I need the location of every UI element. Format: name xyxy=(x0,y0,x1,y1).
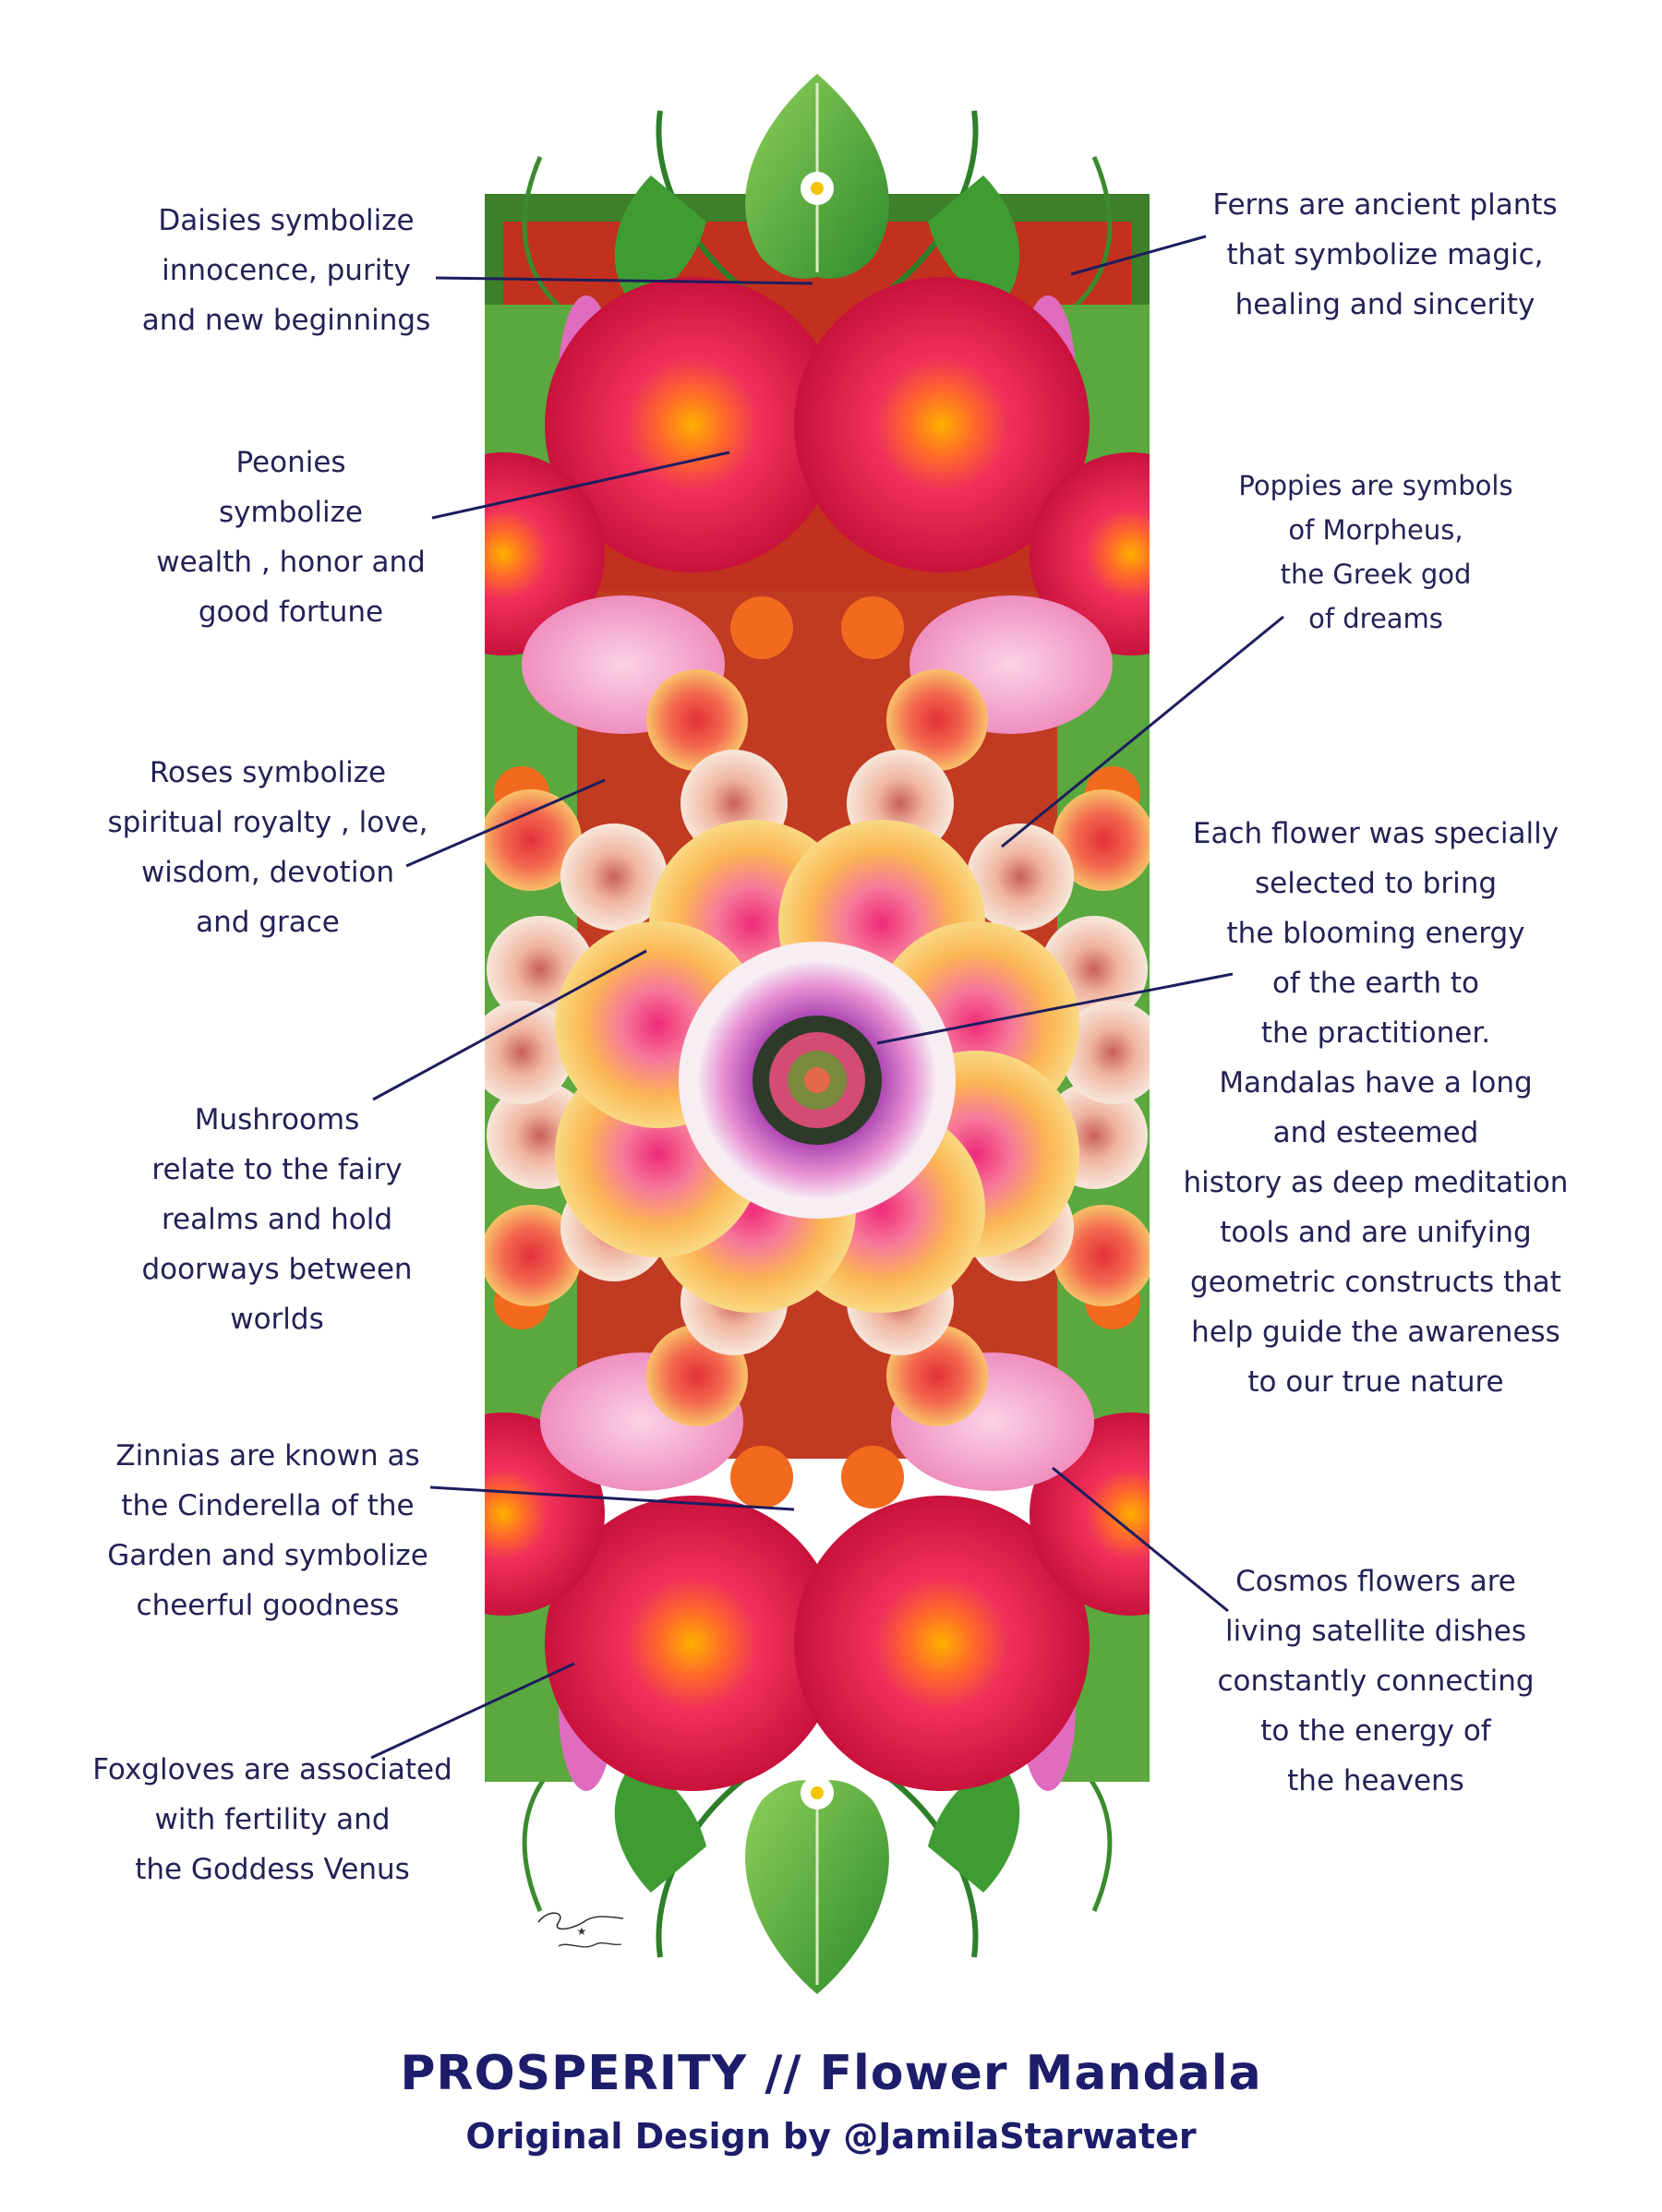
page-title: PROSPERITY // Flower Mandala xyxy=(400,2046,1262,2101)
roses-line: spiritual royalty , love, xyxy=(107,806,428,839)
zinnias-line: cheerful goodness xyxy=(136,1589,400,1622)
each-flower-label: Each flower was specially selected to br… xyxy=(1173,809,1579,1407)
artist-signature: ★ xyxy=(537,1912,624,1948)
roses-label: Roses symbolize spiritual royalty , love… xyxy=(92,748,443,947)
ferns-label: Ferns are ancient plants that symbolize … xyxy=(1191,180,1579,330)
each-flower-line: tools and are unifying xyxy=(1220,1216,1532,1249)
mushrooms-line: relate to the fairy xyxy=(151,1153,403,1186)
page-subtitle: Original Design by @JamilaStarwater xyxy=(465,2116,1197,2157)
mushrooms-line: realms and hold xyxy=(161,1203,393,1236)
zinnias-line: Garden and symbolize xyxy=(107,1539,428,1572)
zinnias-label: Zinnias are known as the Cinderella of t… xyxy=(92,1431,443,1630)
peonies-line: symbolize xyxy=(219,496,363,529)
poppies-line: of dreams xyxy=(1308,603,1443,634)
each-flower-line: geometric constructs that xyxy=(1190,1266,1561,1299)
foxgloves-line: with fertility and xyxy=(154,1803,391,1836)
mushrooms-line: Mushrooms xyxy=(194,1103,360,1136)
roses-line: and grace xyxy=(196,906,340,939)
cosmos-line: to the energy of xyxy=(1260,1714,1491,1748)
poppies-line: the Greek god xyxy=(1280,559,1472,590)
poppies-line: Poppies are symbols xyxy=(1238,470,1513,501)
ferns-line: healing and sincerity xyxy=(1234,288,1536,321)
cosmos-line: living satellite dishes xyxy=(1225,1615,1526,1648)
cosmos-line: the heavens xyxy=(1287,1764,1464,1797)
mushrooms-line: worlds xyxy=(230,1303,324,1336)
daisies-line: innocence, purity xyxy=(162,254,411,287)
foxgloves-label: Foxgloves are associated with fertility … xyxy=(83,1745,462,1894)
zinnias-line: the Cinderella of the xyxy=(121,1489,415,1522)
ferns-line: that symbolize magic, xyxy=(1226,238,1544,271)
poppies-label: Poppies are symbols of Morpheus, the Gre… xyxy=(1210,463,1542,641)
each-flower-line: to our true nature xyxy=(1247,1365,1504,1399)
poppies-line: of Morpheus, xyxy=(1288,514,1463,546)
zinnias-line: Zinnias are known as xyxy=(115,1439,420,1473)
flower-mandala-artwork xyxy=(485,74,1150,1994)
each-flower-line: history as deep meditation xyxy=(1183,1166,1569,1199)
peonies-line: Peonies xyxy=(235,446,346,479)
each-flower-line: the blooming energy xyxy=(1226,917,1525,950)
svg-text:★: ★ xyxy=(577,1925,587,1938)
foxgloves-line: the Goddess Venus xyxy=(135,1853,410,1886)
peonies-line: good fortune xyxy=(198,595,384,629)
roses-line: wisdom, devotion xyxy=(140,856,395,889)
each-flower-line: the practitioner. xyxy=(1260,1016,1491,1050)
peonies-line: wealth , honor and xyxy=(156,546,426,579)
mushrooms-line: doorways between xyxy=(141,1253,413,1286)
daisies-line: and new beginnings xyxy=(141,304,431,337)
each-flower-line: of the earth to xyxy=(1271,967,1480,1000)
each-flower-line: help guide the awareness xyxy=(1191,1316,1560,1349)
daisies-label: Daisies symbolize innocence, purity and … xyxy=(120,196,452,345)
each-flower-line: selected to bring xyxy=(1254,867,1498,900)
each-flower-line: Each flower was specially xyxy=(1192,817,1560,850)
peonies-label: Peonies symbolize wealth , honor and goo… xyxy=(138,438,443,637)
daisies-line: Daisies symbolize xyxy=(158,204,415,237)
mushrooms-label: Mushrooms relate to the fairy realms and… xyxy=(120,1095,434,1344)
cosmos-line: Cosmos flowers are xyxy=(1235,1565,1516,1598)
foxgloves-line: Foxgloves are associated xyxy=(92,1753,452,1786)
each-flower-line: Mandalas have a long xyxy=(1219,1066,1533,1100)
each-flower-line: and esteemed xyxy=(1272,1116,1479,1149)
cosmos-line: constantly connecting xyxy=(1217,1665,1535,1698)
roses-line: Roses symbolize xyxy=(149,756,387,789)
cosmos-label: Cosmos flowers are living satellite dish… xyxy=(1191,1557,1560,1806)
ferns-line: Ferns are ancient plants xyxy=(1212,188,1558,222)
